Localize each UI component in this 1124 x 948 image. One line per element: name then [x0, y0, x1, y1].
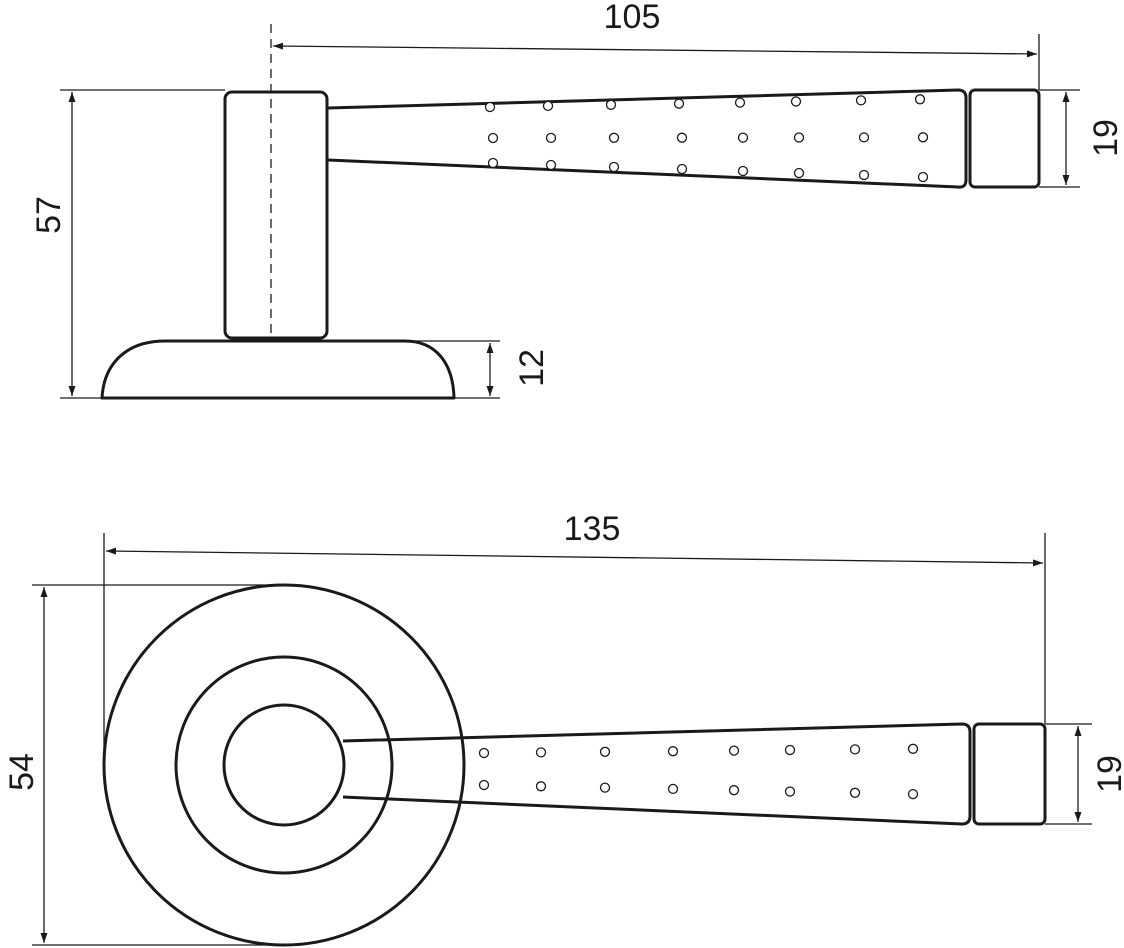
grip-dot: [855, 95, 867, 106]
grip-dot: [605, 99, 617, 110]
top-rose-middle: [174, 655, 394, 875]
grip-dot: [784, 744, 796, 756]
grip-dot: [728, 745, 740, 756]
dim-side-height: 57: [30, 89, 225, 399]
side-lever-dots: [484, 94, 929, 183]
grip-dot: [545, 132, 557, 144]
grip-dot: [676, 132, 688, 143]
dim-side-cap: 19: [1039, 89, 1124, 188]
grip-dot: [599, 782, 611, 793]
dim-top-cap: 19: [1045, 723, 1124, 825]
grip-dot: [858, 169, 870, 181]
side-lever: [327, 88, 968, 189]
dim-label-105: 105: [604, 0, 661, 36]
grip-dot: [907, 788, 919, 800]
grip-dot: [487, 157, 499, 169]
grip-dot: [914, 94, 926, 105]
grip-dot: [535, 781, 547, 792]
grip-dot: [667, 783, 679, 795]
grip-dot: [478, 779, 490, 791]
grip-dot: [784, 786, 796, 797]
dim-top-length: 135: [103, 510, 1046, 765]
dim-label-19-top: 19: [1091, 755, 1124, 793]
top-rose-inner: [222, 703, 346, 827]
grip-dot: [478, 747, 490, 759]
top-lever: [342, 722, 972, 826]
side-view: [100, 24, 1041, 400]
top-rose-outer: [102, 583, 466, 947]
grip-dot: [917, 132, 929, 143]
grip-dot: [728, 785, 740, 796]
dim-side-length: 105: [272, 0, 1040, 90]
side-rose: [100, 339, 456, 400]
grip-dot: [487, 132, 499, 144]
dim-top-diameter: 54: [3, 584, 284, 946]
dim-label-19-side: 19: [1087, 119, 1124, 157]
grip-dot: [542, 100, 554, 112]
dim-label-12: 12: [513, 349, 551, 387]
side-end-cap: [968, 88, 1041, 189]
top-end-cap: [972, 722, 1047, 826]
grip-dot: [608, 161, 620, 173]
top-lever-dots: [478, 743, 919, 800]
dim-label-57: 57: [30, 196, 68, 234]
dim-side-rose: 12: [405, 340, 551, 399]
dim-label-54: 54: [3, 753, 41, 791]
grip-dot: [858, 132, 870, 143]
grip-dot: [793, 167, 805, 179]
grip-dot: [734, 97, 746, 108]
grip-dot: [484, 101, 496, 113]
grip-dot: [608, 132, 620, 143]
grip-dot: [599, 746, 611, 757]
grip-dot: [907, 743, 919, 754]
grip-dot: [667, 746, 679, 757]
dim-label-135: 135: [564, 510, 621, 548]
grip-dot: [676, 163, 688, 175]
grip-dot: [917, 171, 929, 183]
grip-dot: [790, 96, 802, 107]
grip-dot: [535, 747, 547, 758]
grip-dot: [793, 132, 805, 143]
grip-dot: [849, 787, 861, 798]
grip-dot: [545, 159, 557, 171]
grip-dot: [737, 165, 749, 177]
grip-dot: [849, 744, 861, 755]
grip-dot: [737, 132, 749, 143]
top-view: [102, 583, 1047, 947]
grip-dot: [673, 98, 685, 109]
side-neck: [223, 90, 329, 340]
